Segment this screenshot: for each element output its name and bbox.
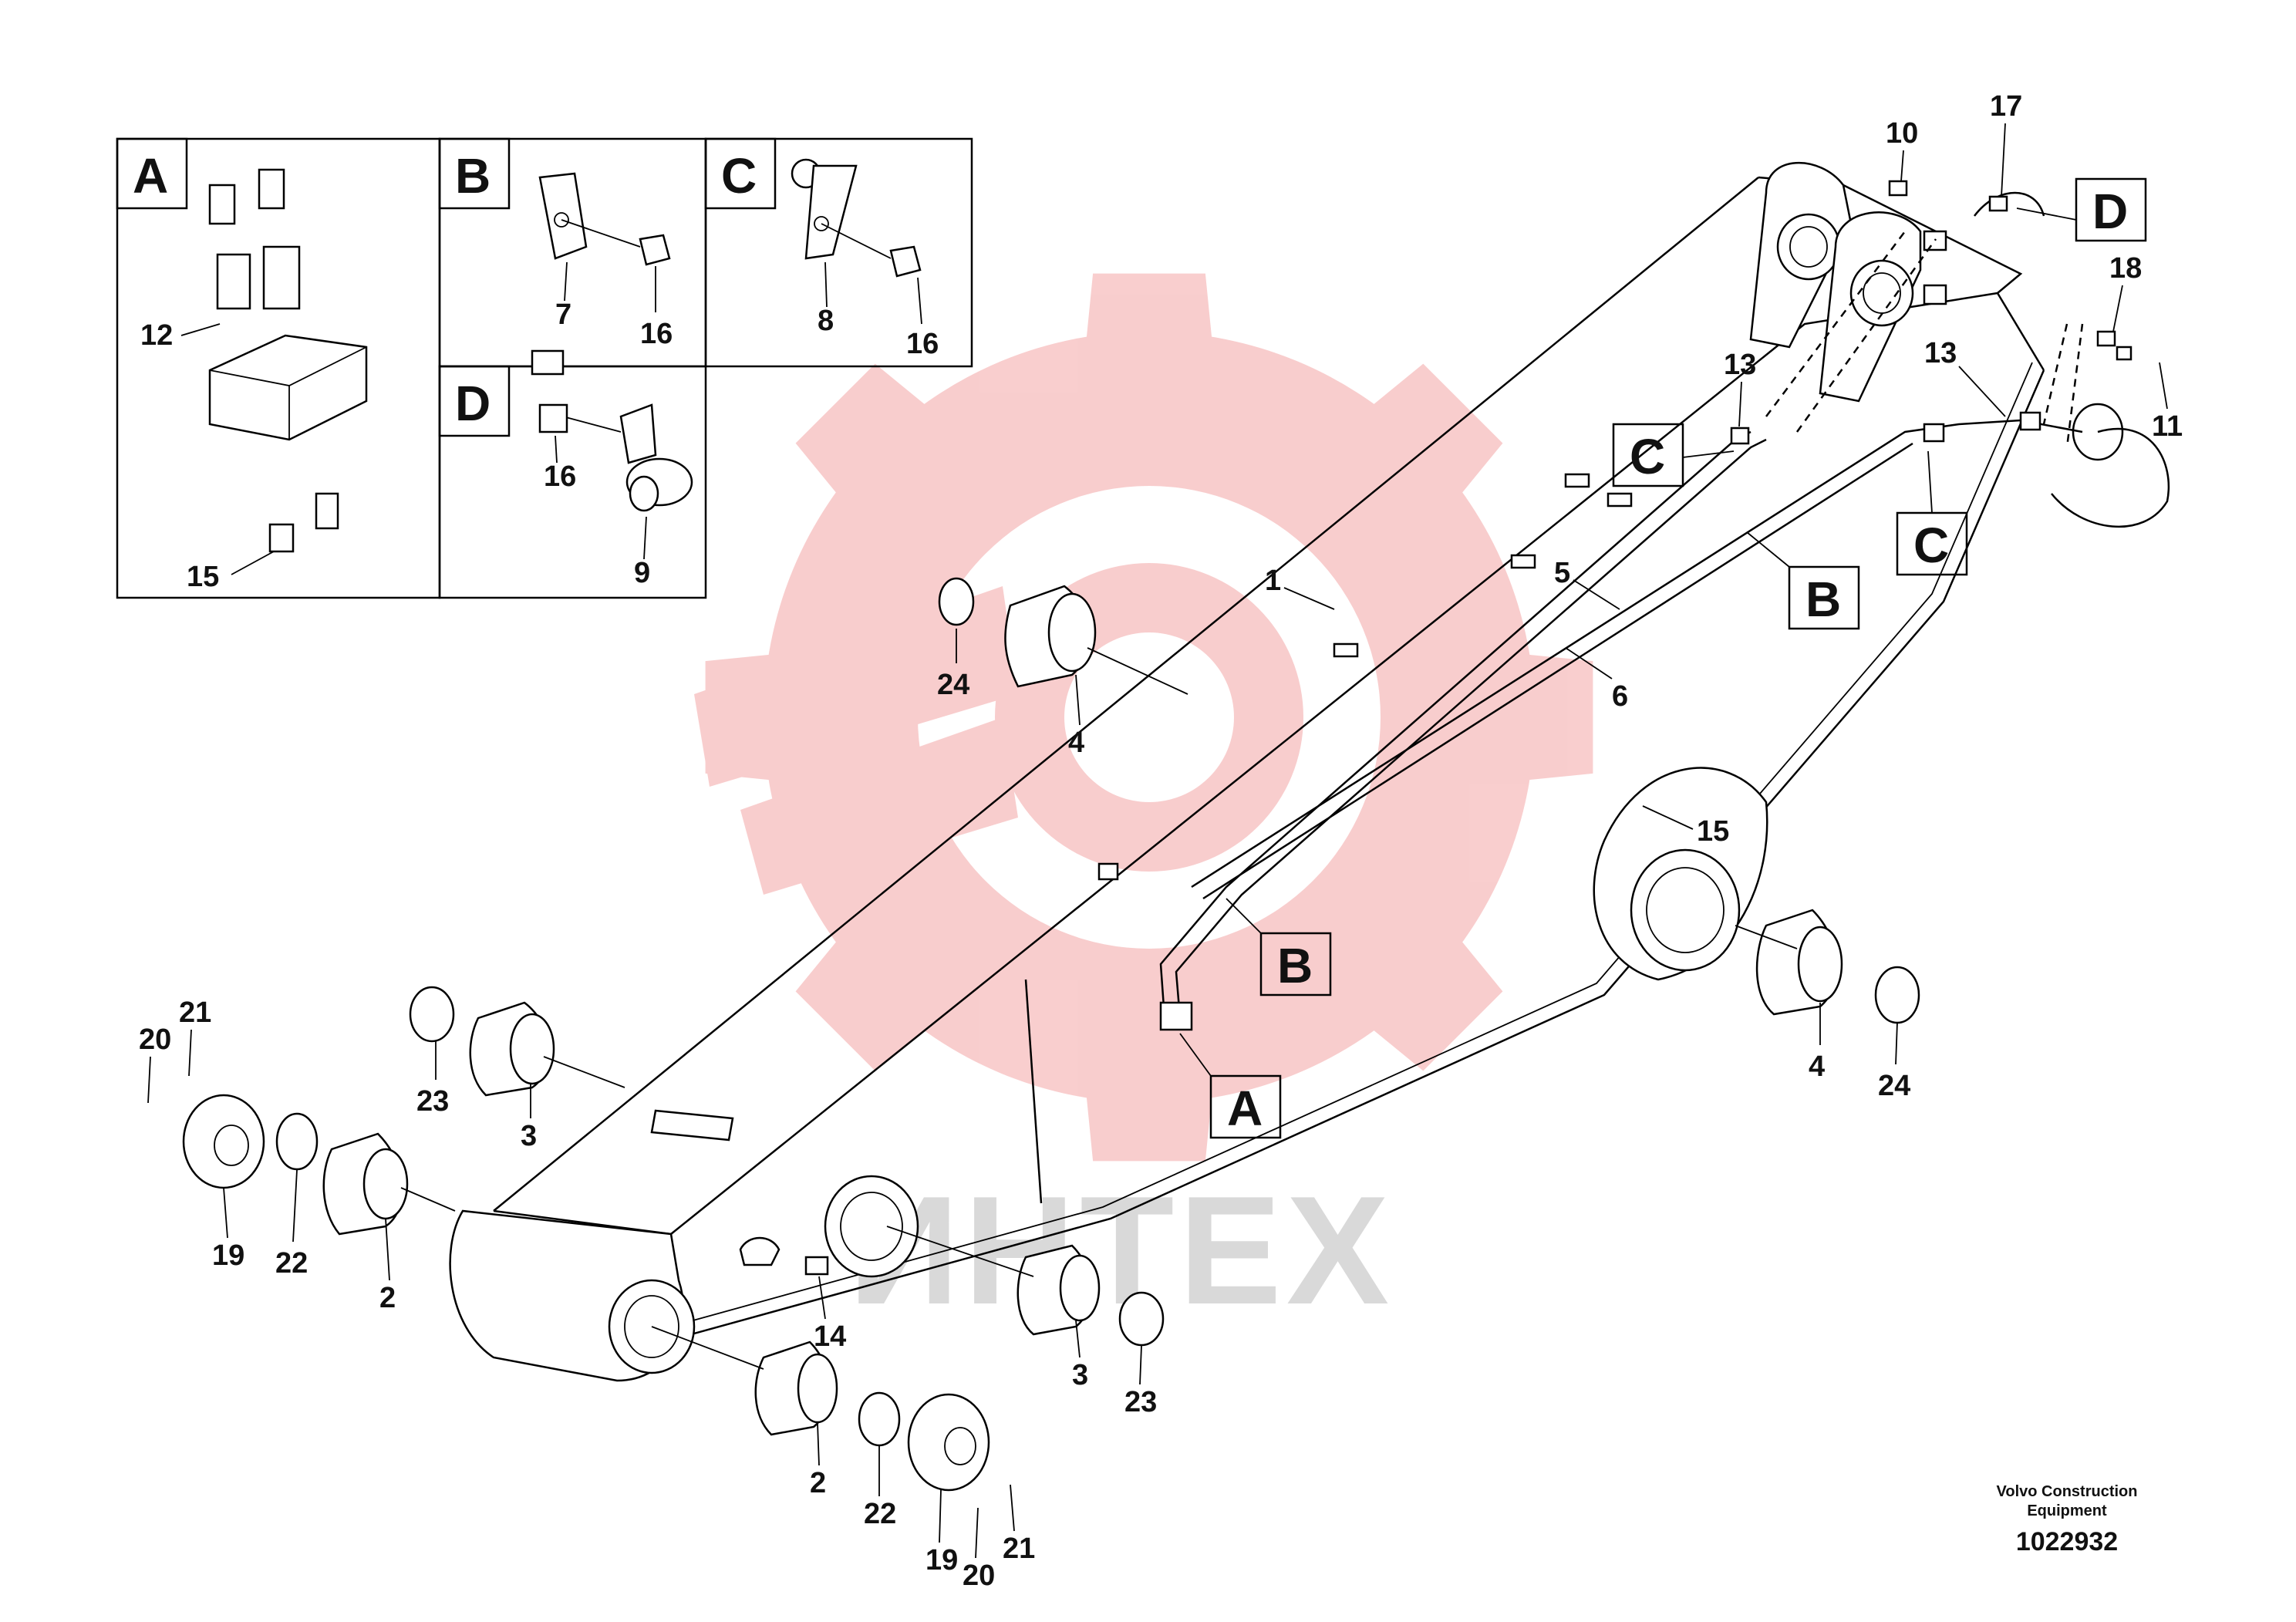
part-label-18: 18 bbox=[2109, 252, 2142, 285]
callout-box-c-upper: C bbox=[1612, 423, 1735, 487]
part-label-2-left: 2 bbox=[379, 1282, 396, 1314]
part-label-15: 15 bbox=[1697, 815, 1729, 848]
svg-text:C: C bbox=[1913, 518, 1949, 573]
part-label-22-lower: 22 bbox=[864, 1498, 896, 1530]
svg-text:D: D bbox=[2092, 184, 2128, 239]
part-label-3-mid: 3 bbox=[1072, 1359, 1088, 1391]
callout-box-a: A bbox=[1179, 1033, 1282, 1139]
svg-text:B: B bbox=[455, 148, 491, 204]
gear-tooth bbox=[795, 363, 943, 511]
inset-panel-c: C 8 16 bbox=[704, 137, 973, 368]
part-label-19-lower: 19 bbox=[925, 1544, 958, 1576]
part-label-11: 11 bbox=[2152, 410, 2183, 443]
svg-text:7: 7 bbox=[555, 298, 571, 331]
svg-text:B: B bbox=[1277, 938, 1313, 993]
part-label-21-left: 21 bbox=[179, 996, 211, 1029]
part-label-5: 5 bbox=[1554, 557, 1570, 589]
document-number: 1022932 bbox=[2016, 1527, 2118, 1556]
inset-panel-d: D 16 9 bbox=[438, 349, 707, 599]
callout-box-b-upper: B bbox=[1746, 531, 1860, 630]
watermark-text: ИНТЕХ bbox=[848, 1165, 1394, 1337]
part-labels: 10 17 18 11 13 13 1 5 6 24 4 15 4 24 21 … bbox=[139, 90, 2183, 1592]
svg-text:B: B bbox=[1805, 572, 1841, 627]
part-label-20-lower: 20 bbox=[963, 1560, 995, 1592]
part-label-20-left: 20 bbox=[139, 1023, 171, 1056]
part-label-17: 17 bbox=[1990, 90, 2022, 123]
part-label-13-right: 13 bbox=[1924, 337, 1957, 369]
svg-text:16: 16 bbox=[544, 460, 576, 493]
part-label-23-left: 23 bbox=[416, 1085, 449, 1118]
part-label-13-left: 13 bbox=[1724, 349, 1756, 381]
svg-text:A: A bbox=[1227, 1081, 1263, 1136]
svg-text:C: C bbox=[1630, 429, 1665, 484]
callout-box-b-lower: B bbox=[1226, 898, 1332, 996]
credit-line-1: Volvo Construction bbox=[1997, 1483, 2138, 1500]
inset-panel-a: A 12 15 bbox=[116, 137, 441, 599]
boom-structure bbox=[449, 162, 2124, 1382]
part-label-24-upper: 24 bbox=[937, 669, 969, 701]
part-label-3-left: 3 bbox=[521, 1120, 537, 1152]
part-label-1: 1 bbox=[1265, 565, 1281, 597]
part-label-10: 10 bbox=[1886, 117, 1918, 150]
svg-text:8: 8 bbox=[818, 305, 834, 337]
part-label-19-left: 19 bbox=[212, 1239, 244, 1272]
callout-box-d: D bbox=[2016, 177, 2147, 242]
part-label-21-lower: 21 bbox=[1003, 1533, 1035, 1565]
svg-text:16: 16 bbox=[906, 328, 939, 360]
part-label-2-lower: 2 bbox=[810, 1467, 826, 1499]
svg-text:C: C bbox=[721, 148, 757, 204]
inset-panel-b: B 7 16 bbox=[438, 137, 707, 368]
gear-tooth bbox=[1355, 923, 1503, 1071]
publisher-credit: Volvo Construction Equipment 1022932 bbox=[1997, 1483, 2138, 1556]
svg-text:16: 16 bbox=[640, 318, 673, 350]
part-label-4-lower: 4 bbox=[1809, 1050, 1825, 1083]
gear-tooth bbox=[1355, 363, 1503, 511]
credit-line-2: Equipment bbox=[2027, 1502, 2107, 1519]
pin-bushings bbox=[182, 577, 1920, 1492]
part-label-6: 6 bbox=[1612, 680, 1628, 713]
gear-tooth bbox=[795, 923, 943, 1071]
part-label-4-upper: 4 bbox=[1068, 727, 1084, 759]
svg-text:15: 15 bbox=[187, 561, 219, 593]
svg-text:9: 9 bbox=[634, 557, 650, 589]
svg-text:12: 12 bbox=[140, 319, 173, 352]
svg-text:D: D bbox=[455, 376, 491, 431]
callout-box-c-right: C bbox=[1896, 450, 1968, 576]
svg-text:A: A bbox=[133, 148, 168, 204]
part-label-23-mid: 23 bbox=[1124, 1386, 1157, 1418]
lubrication-lines bbox=[1159, 180, 2170, 1031]
part-label-24-lower: 24 bbox=[1878, 1070, 1910, 1102]
part-label-14: 14 bbox=[814, 1320, 846, 1353]
part-label-22-left: 22 bbox=[275, 1247, 308, 1280]
